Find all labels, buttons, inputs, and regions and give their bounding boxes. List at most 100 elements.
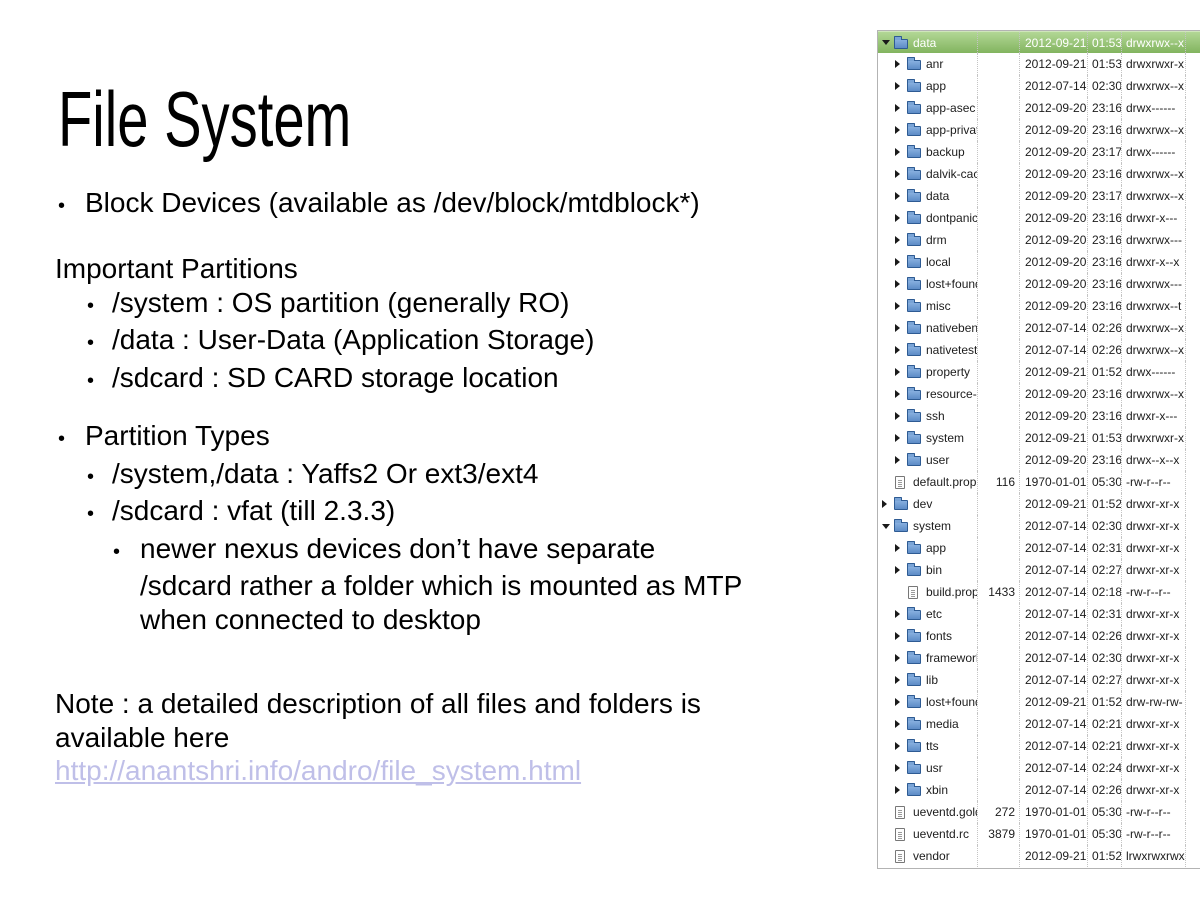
expand-arrow-icon[interactable] [895,295,907,317]
time-cell: 23:16 [1088,97,1122,119]
time-cell: 23:16 [1088,251,1122,273]
expand-arrow-icon[interactable] [895,735,907,757]
name-cell: bin [878,559,978,581]
expand-arrow-icon[interactable] [895,713,907,735]
expand-arrow-icon[interactable] [895,251,907,273]
file-name: data [913,35,937,50]
expand-arrow-icon[interactable] [895,691,907,713]
expand-arrow-icon[interactable] [895,163,907,185]
filler-cell [1186,75,1200,97]
time-cell: 23:16 [1088,163,1122,185]
file-name: lost+found [926,695,978,709]
expand-arrow-icon[interactable] [895,339,907,361]
file-system-link[interactable]: http://anantshri.info/andro/file_system.… [55,755,582,786]
name-cell: resource-ca [878,383,978,405]
filler-cell [1186,757,1200,779]
expand-arrow-icon[interactable] [895,119,907,141]
file-icon [907,585,926,599]
expand-arrow-icon[interactable] [895,537,907,559]
list-item: Block Devices (available as /dev/block/m… [55,186,855,224]
expand-arrow-icon[interactable] [895,53,907,75]
expand-arrow-icon[interactable] [895,757,907,779]
folder-icon [907,387,926,400]
time-cell: 02:27 [1088,559,1122,581]
expand-arrow-icon[interactable] [895,449,907,471]
file-name: misc [926,299,951,313]
size-cell: 116 [978,471,1020,493]
perms-cell: drwxr-xr-x [1122,493,1186,515]
expand-arrow-icon[interactable] [895,273,907,295]
folder-icon [907,255,926,268]
expand-arrow-icon[interactable] [895,405,907,427]
expand-arrow-icon[interactable] [895,427,907,449]
expand-arrow-icon[interactable] [895,361,907,383]
expand-arrow-icon[interactable] [895,141,907,163]
date-cell: 2012-09-20 [1020,207,1088,229]
expand-arrow-icon[interactable] [895,669,907,691]
folder-icon [907,299,926,312]
time-cell: 23:16 [1088,383,1122,405]
expand-arrow-icon[interactable] [895,317,907,339]
expand-arrow-icon[interactable] [895,603,907,625]
perms-cell: drwxr-xr-x [1122,757,1186,779]
expand-arrow-icon[interactable] [895,383,907,405]
date-cell: 2012-09-21 [1020,427,1088,449]
expand-arrow-icon[interactable] [895,559,907,581]
time-cell: 02:31 [1088,537,1122,559]
expand-arrow-icon[interactable] [882,493,894,515]
expand-arrow-icon[interactable] [895,625,907,647]
expand-arrow-icon[interactable] [895,207,907,229]
file-name: framework [926,651,978,665]
perms-cell: drwxrwxr-x [1122,53,1186,75]
expand-arrow-icon[interactable] [895,97,907,119]
expand-arrow-icon[interactable] [895,779,907,801]
date-cell: 1970-01-01 [1020,801,1088,823]
expand-arrow-icon[interactable] [895,185,907,207]
expand-arrow-icon[interactable] [895,647,907,669]
collapse-arrow-icon[interactable] [882,32,894,53]
filler-cell [1186,537,1200,559]
collapse-arrow-icon[interactable] [882,515,894,537]
expand-arrow-icon[interactable] [895,229,907,251]
expand-arrow-icon[interactable] [895,75,907,97]
filler-cell [1186,515,1200,537]
